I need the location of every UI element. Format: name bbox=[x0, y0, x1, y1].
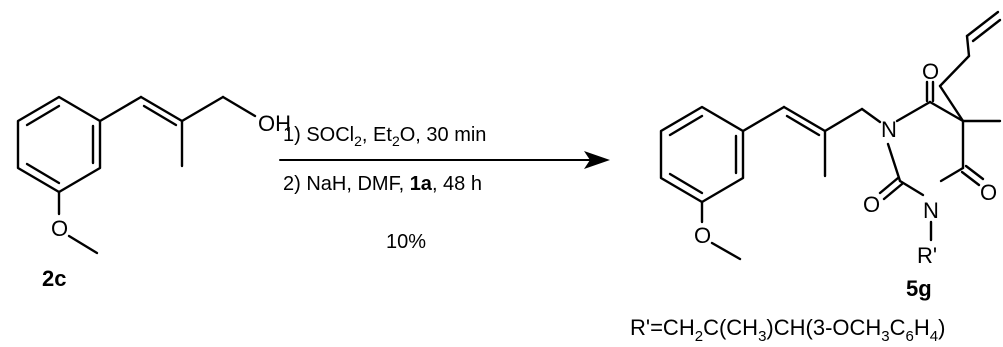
butenyl-bond bbox=[938, 54, 971, 88]
starting-material-2c: OH O 2c bbox=[16, 95, 291, 291]
n3-label: N bbox=[923, 198, 939, 223]
o-methyl-bond bbox=[67, 234, 99, 255]
aromatic-inner-bond bbox=[25, 162, 61, 185]
benzene-ring bbox=[16, 95, 102, 194]
reaction-arrow-head bbox=[584, 151, 610, 169]
benzene-ring bbox=[659, 105, 745, 204]
alkene-double-bond bbox=[782, 105, 827, 133]
ring-bond bbox=[898, 179, 925, 197]
compound-label-2c: 2c bbox=[42, 266, 66, 291]
hydroxyl-label: OH bbox=[258, 111, 291, 136]
aromatic-inner-bond bbox=[668, 114, 704, 137]
compound-label-5g: 5g bbox=[906, 276, 932, 301]
alkene-double-bond-inner bbox=[785, 114, 821, 137]
carbonyl-bond-left bbox=[882, 182, 904, 201]
o-right-label: O bbox=[980, 180, 997, 205]
o-left-label: O bbox=[863, 192, 880, 217]
condition-step-1: 1) SOCl2, Et2O, 30 min bbox=[283, 124, 486, 149]
ring-bond bbox=[939, 166, 965, 183]
c-oh-bond bbox=[221, 95, 257, 118]
carbonyl-bond-right bbox=[960, 170, 981, 187]
terminal-alkene-bond-inner bbox=[971, 18, 1002, 43]
terminal-alkene-bond bbox=[965, 10, 1000, 38]
condition-step-2: 2) NaH, DMF, 1a, 48 h bbox=[283, 173, 482, 195]
ch2-bond bbox=[180, 95, 225, 123]
n1-label: N bbox=[881, 117, 897, 142]
aromatic-inner-bond bbox=[668, 172, 704, 195]
ch2-n-bond bbox=[860, 107, 882, 124]
ring-bond bbox=[928, 100, 965, 123]
butenyl-bond bbox=[938, 84, 965, 123]
carbonyl-bond-right bbox=[964, 164, 985, 181]
ether-oxygen-label: O bbox=[694, 223, 711, 248]
o-methyl-bond bbox=[710, 241, 742, 261]
carbonyl-bond-left bbox=[878, 176, 900, 195]
yield-text: 10% bbox=[386, 231, 426, 253]
o-top-label: O bbox=[922, 59, 939, 84]
r-group-definition: R'=CH2C(CH3)CH(3-OCH3C6H4) bbox=[630, 315, 945, 345]
r-group-label: R' bbox=[917, 243, 937, 268]
ch2-bond bbox=[823, 107, 864, 133]
alkene-double-bond bbox=[139, 95, 184, 123]
alkene-double-bond-inner bbox=[142, 104, 178, 127]
butenyl-bond bbox=[965, 34, 971, 58]
ether-oxygen-label: O bbox=[51, 216, 68, 241]
product-5g: O N N O O O R' 5g bbox=[659, 10, 1002, 301]
vinyl-bond bbox=[741, 105, 786, 133]
aromatic-inner-bond bbox=[25, 104, 61, 127]
reaction-conditions: 1) SOCl2, Et2O, 30 min 2) NaH, DMF, 1a, … bbox=[279, 124, 610, 253]
ring-bond bbox=[895, 100, 932, 123]
vinyl-bond bbox=[98, 95, 143, 123]
ring-bond bbox=[886, 142, 902, 183]
